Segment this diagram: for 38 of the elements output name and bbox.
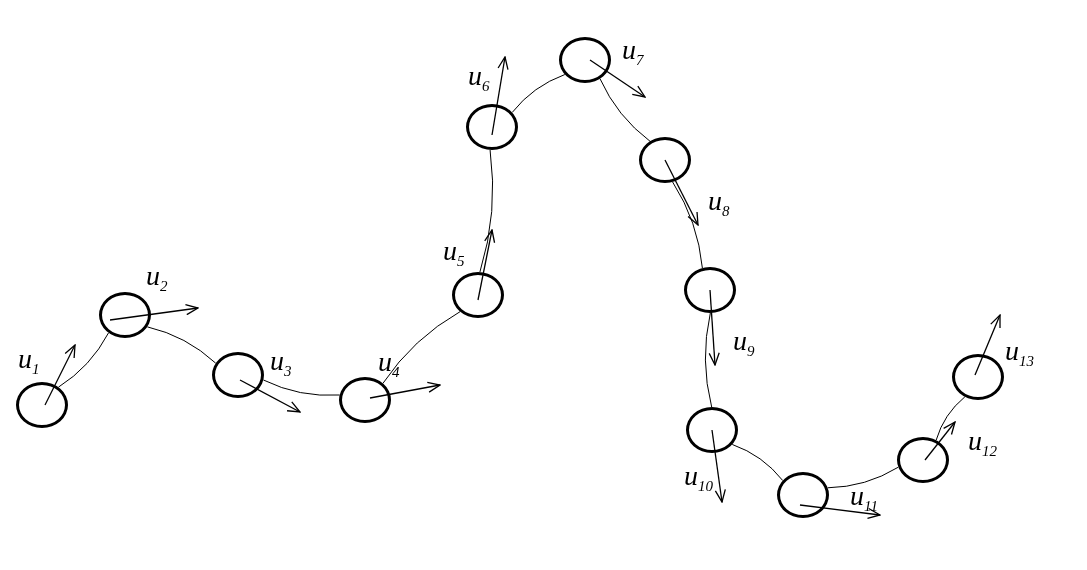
- trajectory-line: [731, 443, 784, 482]
- circle-node: [212, 352, 264, 398]
- velocity-label: u$_{7}$: [622, 36, 644, 70]
- velocity-label: u$_{2}$: [146, 262, 168, 296]
- trajectory-line: [146, 326, 217, 364]
- circle-node: [684, 267, 736, 313]
- trajectory-line: [382, 311, 461, 384]
- trajectory-line: [511, 74, 566, 113]
- circle-node: [897, 437, 949, 483]
- circle-node: [686, 407, 738, 453]
- trajectory-line: [704, 312, 713, 408]
- circle-node: [639, 137, 691, 183]
- trajectory-line: [827, 466, 899, 489]
- velocity-label: u$_{9}$: [733, 327, 755, 361]
- velocity-label: u$_{3}$: [270, 347, 292, 381]
- velocity-label: u$_{5}$: [443, 237, 465, 271]
- velocity-label: u$_{11}$: [850, 482, 878, 516]
- circle-node: [99, 292, 151, 338]
- velocity-label: u$_{8}$: [708, 187, 730, 221]
- circle-node: [777, 472, 829, 518]
- trajectory-line: [599, 78, 651, 142]
- trajectory-line: [672, 181, 703, 269]
- trajectory-line: [262, 379, 341, 396]
- circle-node: [16, 382, 68, 428]
- circle-node: [339, 377, 391, 423]
- velocity-label: u$_{6}$: [468, 62, 490, 96]
- trajectory-line: [935, 396, 966, 441]
- circle-node: [466, 104, 518, 150]
- velocity-label: u$_{10}$: [684, 462, 713, 496]
- circle-node: [452, 272, 504, 318]
- velocity-label: u$_{1}$: [18, 345, 40, 379]
- trajectory-line: [57, 332, 110, 388]
- trajectory-line: [479, 149, 494, 273]
- velocity-label: u$_{13}$: [1005, 337, 1034, 371]
- velocity-label: u$_{4}$: [378, 348, 400, 382]
- circle-node: [952, 354, 1004, 400]
- circle-node: [559, 37, 611, 83]
- velocity-label: u$_{12}$: [968, 427, 997, 461]
